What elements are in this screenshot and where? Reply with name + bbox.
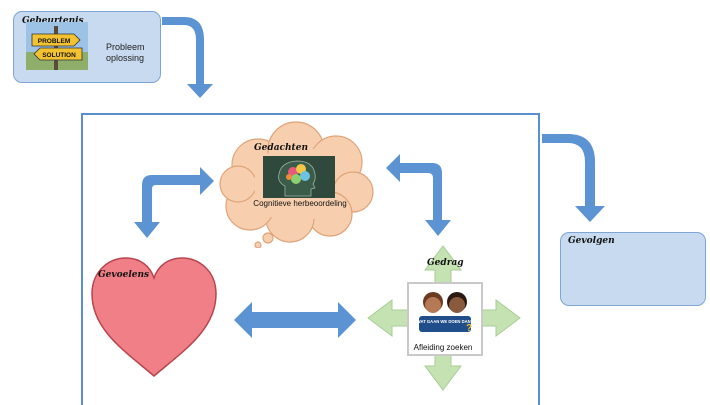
- feelings-title: Gevoelens: [98, 270, 150, 280]
- behaviour-caption: Afleiding zoeken: [413, 343, 473, 352]
- problem-solution-sign-image: PROBLEM SOLUTION: [26, 22, 88, 70]
- feelings-thoughts-arrow: [134, 167, 214, 238]
- behaviour-title: Gedrag: [427, 258, 464, 268]
- event-text-line1: Probleem: [106, 42, 145, 52]
- question-mark-icon: ?: [466, 323, 472, 334]
- consequences-title: Gevolgen: [568, 236, 615, 246]
- consequences-box: Gevolgen: [560, 232, 706, 306]
- event-to-frame-arrow: [162, 17, 213, 98]
- sign-bottom-text: SOLUTION: [42, 52, 76, 59]
- behaviour-kids-image: WAT GAAN WE DOEN DAN? ?: [407, 282, 483, 356]
- thoughts-behaviour-arrow: [386, 154, 451, 236]
- behaviour-badge-text: WAT GAAN WE DOEN DAN?: [417, 319, 474, 324]
- thoughts-caption: Cognitieve herbeoordeling: [253, 199, 347, 208]
- event-text: Probleem oplossing: [106, 42, 145, 64]
- arrows-layer: [134, 17, 605, 391]
- heart-shape: [91, 257, 217, 377]
- feelings-behaviour-arrow: [234, 302, 356, 338]
- thoughts-title: Gedachten: [254, 143, 308, 153]
- frame-to-consequences-arrow: [542, 134, 605, 222]
- event-text-line2: oplossing: [106, 53, 145, 63]
- head-brain-image: [263, 156, 335, 198]
- event-title: Gebeurtenis: [22, 16, 84, 26]
- sign-top-text: PROBLEM: [38, 38, 71, 45]
